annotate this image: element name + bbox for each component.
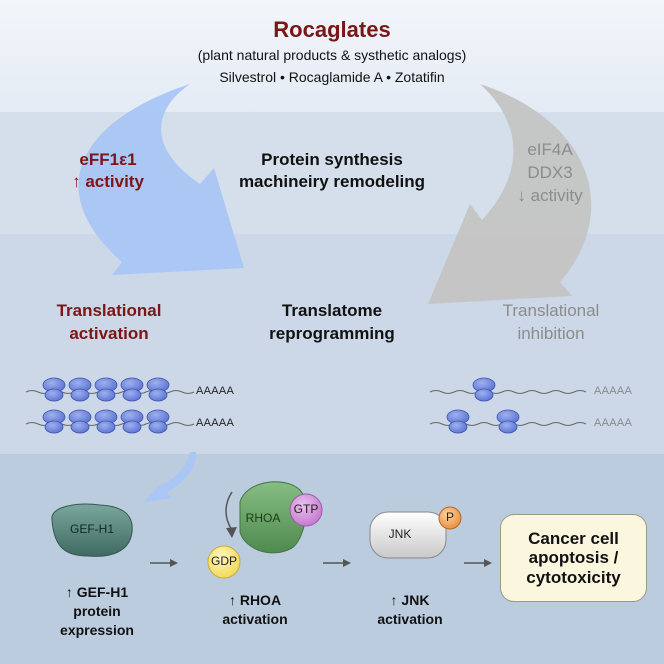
diagram-subtitle: (plant natural products & systhetic anal… [197,47,467,63]
gdp-exchange-arrowhead [226,527,237,538]
right-outcome-line2: inhibition [517,324,585,343]
poly-a-tail: AAAAA [594,385,633,397]
gef-step-line1: ↑ GEF-H1 [65,584,129,600]
remodeling-label-line1: Protein synthesis [261,150,403,169]
activation-arrow [78,84,244,275]
right-factor-name-1: eIF4A [527,140,573,159]
remodeling-label-line2: machineiry remodeling [238,172,426,191]
ribosome [122,388,142,402]
gef-step-line2: protein [73,603,121,619]
ribosome [44,420,64,434]
poly-a-tail: AAAAA [196,417,235,429]
diagram-title: Rocaglates [273,17,391,42]
gef-induction-arrow [144,452,196,502]
ribosome [148,420,168,434]
ribosome [498,420,518,434]
right-factor-name-2: DDX3 [527,163,573,182]
translatome-line2: reprogramming [269,324,395,343]
left-outcome-line2: activation [69,324,149,343]
ribosome [44,388,64,402]
gef-h1-label: GEF-H1 [69,522,114,536]
mrna-strand [429,390,587,394]
inhibition-arrow [428,84,592,304]
phospho-group [438,506,462,530]
outcome-box: Cancer cell apoptosis / cytotoxicity [500,514,647,602]
jnk-protein [369,511,447,559]
rhoa-label: RHOA [245,511,281,525]
gef-step-line3: expression [60,622,134,638]
jnk-step-line2: activation [377,611,443,627]
step-arrow [150,559,178,567]
gdp-molecule [207,545,241,579]
step-arrow [323,559,351,567]
ribosome [96,388,116,402]
ribosome [474,388,494,402]
left-factor-name: eFF1ε1 [79,150,137,169]
jnk-step-line1: ↑ JNK [390,592,430,608]
phospho-label: P [445,510,454,524]
right-outcome-line1: Translational [502,301,600,320]
left-outcome-line1: Translational [56,301,162,320]
poly-a-tail: AAAAA [594,417,633,429]
ribosome [70,420,90,434]
gef-h1-protein [51,503,133,557]
ribosome [148,388,168,402]
gtp-molecule [289,493,323,527]
background-band-top [0,0,664,112]
outcome-label: Cancer cell apoptosis / cytotoxicity [526,528,621,587]
rhoa-step-line2: activation [222,611,288,627]
ribosome [96,420,116,434]
step-arrow [464,559,492,567]
rhoa-step-line1: ↑ RHOA [228,592,282,608]
ribosome [448,420,468,434]
left-factor-activity: ↑ activity [72,172,144,191]
ribosome [122,420,142,434]
ribosome [70,388,90,402]
right-factor-activity: ↓ activity [517,186,583,205]
poly-a-tail: AAAAA [196,385,235,397]
gdp-label: GDP [210,554,237,568]
compound-list: Silvestrol • Rocaglamide A • Zotatifin [219,69,445,85]
translatome-line1: Translatome [281,301,383,320]
gtp-label: GTP [293,502,319,516]
jnk-label: JNK [388,527,412,541]
gdp-exchange-arrow [225,491,233,531]
